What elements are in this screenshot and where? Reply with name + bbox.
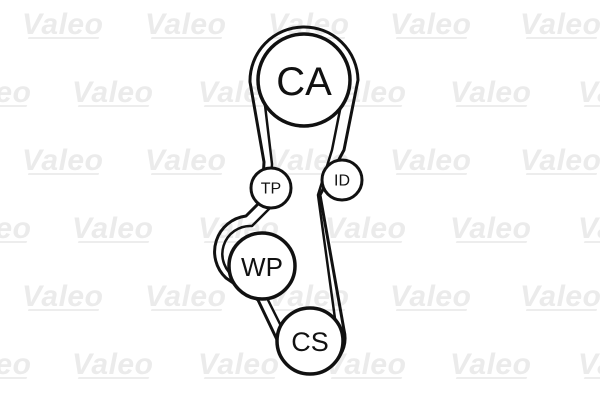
watermark-logo: Valeo [578,76,600,110]
pulley-tp: TP [249,166,293,210]
watermark-logo: Valeo [72,348,154,381]
pulley-id: ID [320,158,364,202]
watermark-logo: Valeo [0,348,31,382]
watermark-logo: Valeo [450,348,532,381]
watermark-logo: Valeo [22,8,104,41]
pulley-wp: WP [227,231,297,301]
watermark-logo: Valeo [390,280,472,313]
watermark-logo: Valeo [145,144,227,177]
watermark-logo: Valeo [22,144,104,177]
watermark-logo: Valeo [72,76,154,109]
pulley-id-label: ID [334,173,350,190]
pulley-tp-circle [249,166,293,210]
pulley-cs-label: CS [291,327,329,357]
watermark-logo: Valeo [145,8,227,41]
watermark-logo: Valeo [520,144,600,177]
watermark-logo: Valeo [325,212,407,245]
pulley-ca-circle [256,32,352,128]
watermark-logo: Valeo [72,212,154,245]
pulley-ca-label: CA [276,60,332,104]
pulley-id-circle [320,158,364,202]
watermark-logo: Valeo [22,280,104,313]
pulley-wp-circle [227,231,297,301]
pulley-wp-label: WP [241,252,283,282]
watermark-logo: Valeo [198,348,280,381]
watermark-logo: Valeo [578,212,600,246]
watermark-logo: Valeo [450,212,532,245]
pulley-tp-label: TP [261,181,281,198]
watermark-logo: Valeo [0,76,31,110]
watermark-logo: Valeo [520,8,600,41]
watermark-logo: Valeo [390,144,472,177]
pulley-cs: CS [275,306,345,376]
watermark-logo: Valeo [0,212,31,246]
watermark-logo: Valeo [578,348,600,382]
watermark-logo: Valeo [450,76,532,109]
watermark-logo: Valeo [390,8,472,41]
pulley-ca: CA [256,32,352,128]
watermark-logo: Valeo [520,280,600,313]
watermark-logo: Valeo [145,280,227,313]
pulley-cs-circle [275,306,345,376]
